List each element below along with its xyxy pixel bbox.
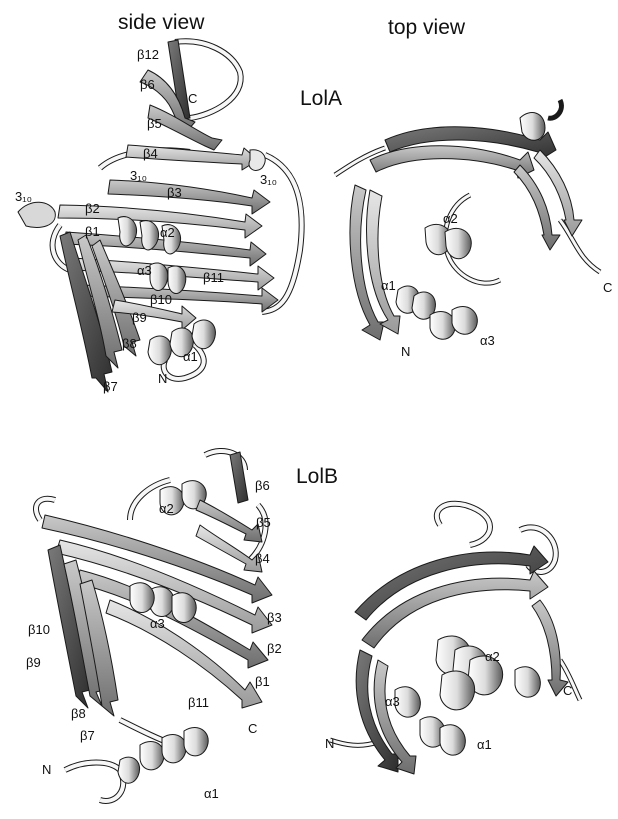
lolb-side-label: β1 [255, 675, 270, 688]
lola-side-label: β4 [143, 147, 158, 160]
lolb-side-label: β2 [267, 642, 282, 655]
lolb-top-label: α3 [385, 695, 400, 708]
lola-top-label: α3 [480, 334, 495, 347]
lola-name: LolA [300, 88, 342, 110]
lolb-side-label: β7 [80, 729, 95, 742]
lola-side-label: β10 [150, 293, 172, 306]
lola-side-label: β6 [140, 78, 155, 91]
lolb-side-label: α2 [159, 502, 174, 515]
lola-top-label: N [401, 345, 410, 358]
lolb-side-label: C [248, 722, 257, 735]
lola-side-label: β9 [132, 311, 147, 324]
lola-side-label: β1 [85, 225, 100, 238]
lolb-top-label: N [325, 737, 334, 750]
lola-side-ribbon [18, 40, 302, 392]
lolb-side-label: N [42, 763, 51, 776]
top-view-title: top view [388, 17, 465, 39]
lola-top-label: α2 [443, 212, 458, 225]
lola-side-label: N [158, 372, 167, 385]
side-view-title: side view [118, 12, 204, 34]
lolb-top-ribbon [330, 504, 580, 774]
lola-side-label: β11 [203, 271, 224, 284]
lolb-side-label: β6 [255, 479, 270, 492]
lolb-top-label: C [563, 684, 572, 697]
lolb-top-label: α1 [477, 738, 492, 751]
lolb-side-label: β5 [256, 516, 271, 529]
lola-top-label: α1 [381, 279, 396, 292]
lolb-side-label: α1 [204, 787, 219, 800]
lolb-side-label: β4 [255, 552, 270, 565]
lola-side-label: α1 [183, 350, 198, 363]
lolb-side-label: β9 [26, 656, 41, 669]
lola-side-label: C [188, 92, 197, 105]
lola-side-label: 3₁₀ [15, 190, 32, 203]
lola-side-label: 3₁₀ [260, 173, 277, 186]
lolb-side-label: α3 [150, 617, 165, 630]
lola-side-label: α3 [137, 264, 152, 277]
lola-side-label: α2 [160, 226, 175, 239]
lola-side-label: β12 [137, 48, 159, 61]
lola-side-label: β5 [147, 117, 162, 130]
lolb-side-label: β8 [71, 707, 86, 720]
lolb-side-label: β11 [188, 696, 209, 709]
lola-side-label: β2 [85, 202, 100, 215]
lola-side-label: 3₁₀ [130, 169, 147, 182]
lolb-top-label: α2 [485, 650, 500, 663]
lola-top-label: C [603, 281, 612, 294]
lolb-name: LolB [296, 466, 338, 488]
lolb-side-label: β3 [267, 611, 282, 624]
lola-top-ribbon [335, 100, 600, 340]
lola-side-label: β3 [167, 186, 182, 199]
lolb-side-label: β10 [28, 623, 50, 636]
lola-side-label: β8 [122, 337, 137, 350]
lola-side-label: β7 [103, 380, 118, 393]
